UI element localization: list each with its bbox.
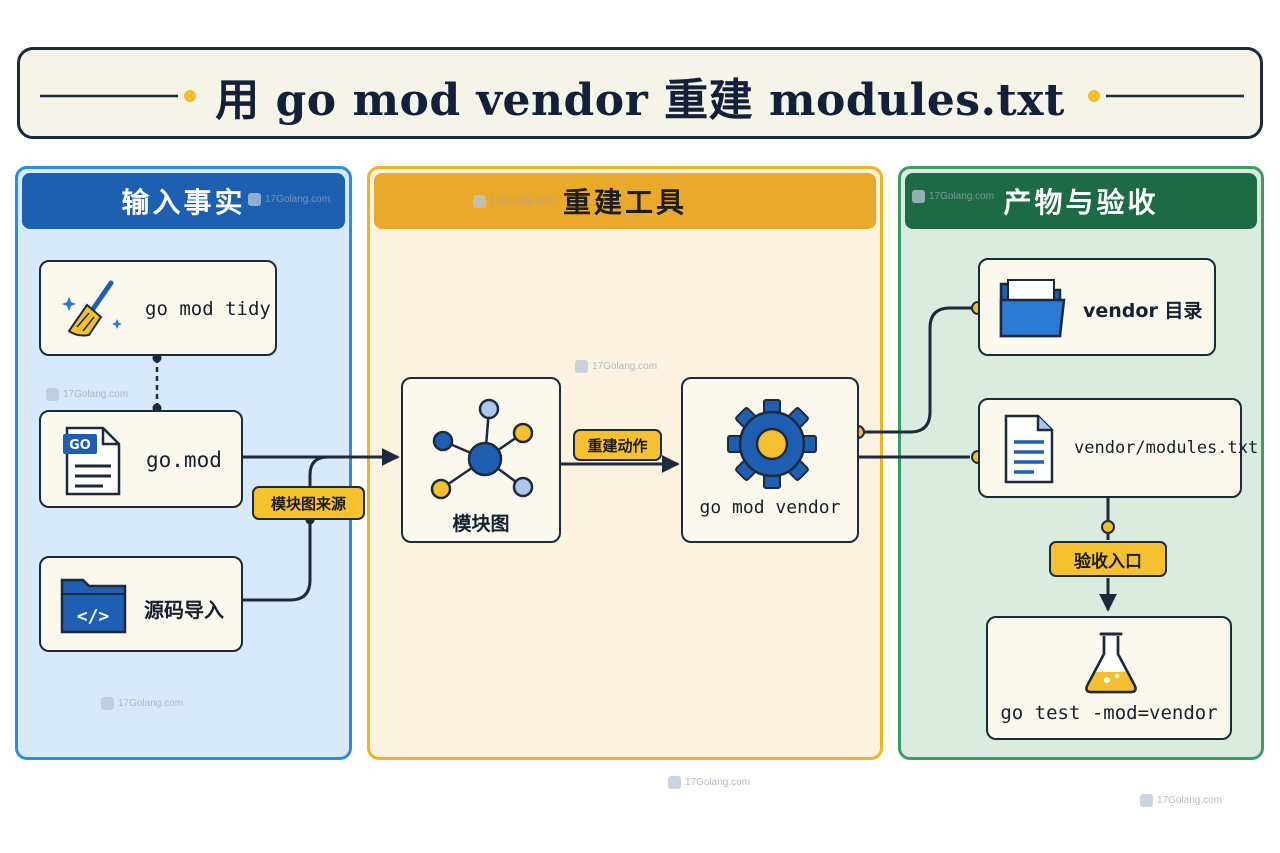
outputs-column-heading: 产物与验收 xyxy=(905,173,1257,229)
node-label: vendor 目录 xyxy=(1083,300,1203,322)
document-icon xyxy=(1004,414,1054,484)
diagram-title: 用 go mod vendor 重建 modules.txt xyxy=(215,75,1065,126)
module-graph-icon xyxy=(430,398,534,500)
watermark-logo-icon xyxy=(46,388,59,401)
broom-icon xyxy=(62,280,122,337)
watermark-logo-icon xyxy=(575,360,588,373)
watermark-logo-icon xyxy=(1140,794,1153,807)
node-label: 模块图 xyxy=(452,513,510,535)
watermark: 17Golang.com xyxy=(912,190,994,203)
watermark: 17Golang.com xyxy=(1140,794,1222,807)
code-folder-icon-text: </> xyxy=(77,606,110,627)
node-go-mod-vendor: go mod vendor xyxy=(681,377,859,543)
node-label: go mod tidy xyxy=(145,298,271,320)
watermark-logo-icon xyxy=(248,193,261,206)
node-label: vendor/modules.txt xyxy=(1074,438,1259,458)
watermark: 17Golang.com xyxy=(248,193,330,206)
node-label: go mod vendor xyxy=(699,497,841,518)
watermark: 17Golang.com xyxy=(473,195,555,208)
gear-icon xyxy=(727,399,817,489)
watermark: 17Golang.com xyxy=(575,360,657,373)
watermark-logo-icon xyxy=(473,195,486,208)
title-banner: 用 go mod vendor 重建 modules.txt xyxy=(17,47,1263,139)
go-file-icon-text: GO xyxy=(69,438,91,453)
node-go-test: go test -mod=vendor xyxy=(986,616,1232,740)
node-module-graph: 模块图 xyxy=(401,377,561,543)
node-go-mod-tidy: go mod tidy xyxy=(39,260,277,356)
node-label: go test -mod=vendor xyxy=(1000,702,1218,724)
node-label: go.mod xyxy=(146,448,222,472)
node-modules-txt: vendor/modules.txt xyxy=(978,398,1258,498)
watermark: 17Golang.com xyxy=(668,776,750,789)
code-folder-icon: </> xyxy=(60,578,127,634)
flask-icon xyxy=(1085,632,1137,694)
tools-column-heading: 重建工具 xyxy=(374,173,876,229)
node-source-imports: </> 源码导入 xyxy=(39,556,243,652)
node-vendor-directory: vendor 目录 xyxy=(978,258,1216,356)
watermark-logo-icon xyxy=(912,190,925,203)
folder-icon xyxy=(999,279,1066,338)
watermark: 17Golang.com xyxy=(46,388,128,401)
graph-source-badge: 模块图来源 xyxy=(252,486,365,520)
inputs-column-heading: 输入事实 xyxy=(22,173,345,229)
node-go-mod: GO go.mod xyxy=(39,410,243,508)
watermark-logo-icon xyxy=(668,776,681,789)
rebuild-action-badge: 重建动作 xyxy=(573,429,662,461)
node-label: 源码导入 xyxy=(144,598,224,622)
title-decoration xyxy=(40,90,1244,102)
watermark: 17Golang.com xyxy=(101,697,183,710)
watermark-logo-icon xyxy=(101,697,114,710)
acceptance-entry-badge: 验收入口 xyxy=(1049,541,1167,577)
go-file-icon: GO xyxy=(63,426,121,496)
